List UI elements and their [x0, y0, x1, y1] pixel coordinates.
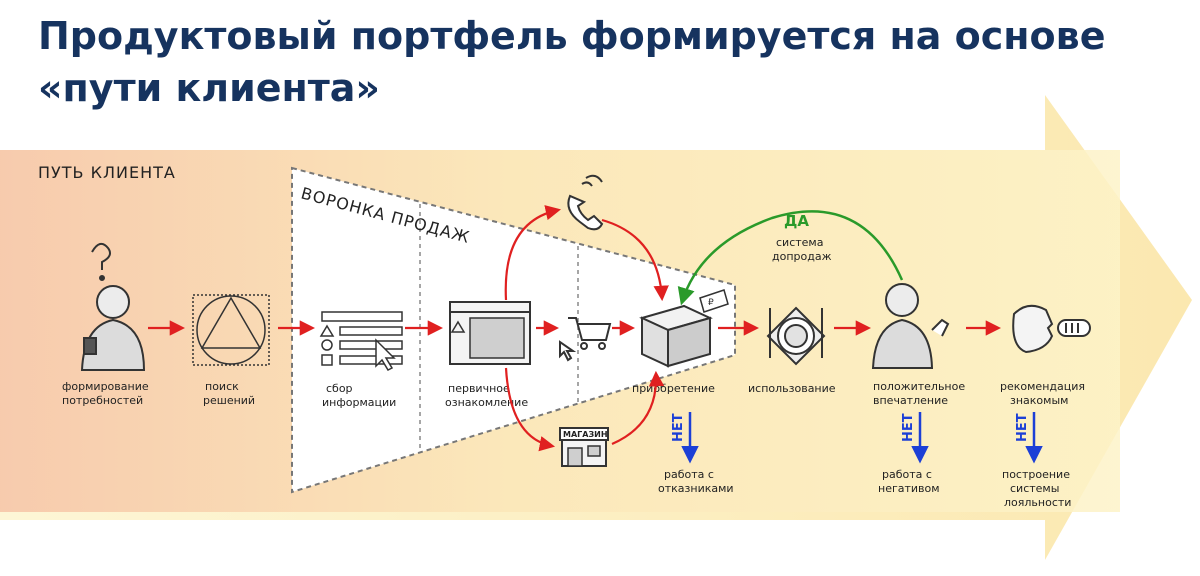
- svg-text:НЕТ: НЕТ: [1015, 413, 1030, 442]
- step-recommend-line1: рекомендация: [1000, 380, 1085, 393]
- search-solutions-icon: [192, 294, 270, 366]
- flow-arrows: [148, 205, 1002, 452]
- no-branch-loyalty: НЕТ: [1015, 412, 1043, 464]
- upsell-line1: система: [776, 236, 823, 249]
- step-positive-line1: положительное: [873, 380, 965, 393]
- svg-text:₽: ₽: [708, 298, 714, 308]
- title-line-2: «пути клиента»: [38, 66, 380, 110]
- outcome-refusers-line1: работа с: [664, 468, 714, 481]
- information-form-icon: [319, 311, 403, 371]
- no-branch-negative: НЕТ: [901, 412, 929, 464]
- svg-text:НЕТ: НЕТ: [901, 413, 916, 442]
- step-familiar-line1: первичное: [448, 382, 510, 395]
- step-needs-line1: формирование: [62, 380, 149, 393]
- svg-text:НЕТ: НЕТ: [671, 413, 686, 442]
- page-title: Продуктовый портфель формируется на осно…: [38, 10, 1158, 114]
- outcome-refusers-line2: отказниками: [658, 482, 734, 495]
- plate-usage-icon: [766, 306, 826, 366]
- shop-sign: МАГАЗИН: [563, 430, 608, 439]
- upsell-arrow: [677, 210, 904, 306]
- outcome-loyalty-line3: лояльности: [1004, 496, 1071, 509]
- happy-person-icon: [871, 283, 950, 369]
- shopping-cart-icon: [559, 317, 612, 362]
- outcome-loyalty-line1: построение: [1002, 468, 1070, 481]
- step-positive-line2: впечатление: [873, 394, 948, 407]
- step-info-line2: информации: [322, 396, 396, 409]
- title-line-1: Продуктовый портфель формируется на осно…: [38, 14, 1106, 58]
- thinking-person-icon: [80, 242, 146, 371]
- step-info-line1: сбор: [326, 382, 353, 395]
- no-branch-refusers: НЕТ: [671, 412, 699, 464]
- browser-window-icon: [449, 301, 531, 365]
- step-purchase: приобретение: [632, 382, 715, 395]
- step-recommend-line2: знакомым: [1010, 394, 1068, 407]
- purchase-box-icon: ₽: [639, 289, 729, 368]
- step-search-line2: решений: [203, 394, 255, 407]
- upsell-line2: допродаж: [772, 250, 832, 263]
- step-search-line1: поиск: [205, 380, 239, 393]
- outcome-negative-line2: негативом: [878, 482, 940, 495]
- band-label: ПУТЬ КЛИЕНТА: [38, 163, 176, 182]
- speaking-face-icon: [1012, 304, 1091, 354]
- yes-label: ДА: [784, 212, 809, 230]
- outcome-negative-line1: работа с: [882, 468, 932, 481]
- outcome-loyalty-line2: системы: [1010, 482, 1059, 495]
- step-needs-line2: потребностей: [62, 394, 143, 407]
- phone-icon: [567, 174, 604, 231]
- step-usage: использование: [748, 382, 836, 395]
- step-familiar-line2: ознакомление: [445, 396, 528, 409]
- shop-icon: [559, 427, 609, 467]
